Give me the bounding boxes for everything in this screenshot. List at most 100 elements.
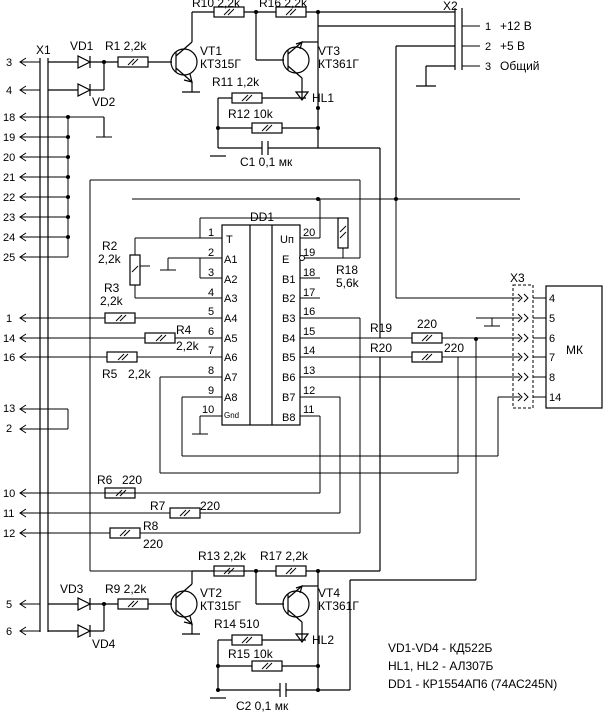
hl2-label: HL2 bbox=[312, 633, 334, 647]
r9-label: R9 2,2k bbox=[105, 582, 147, 596]
vt4-type: КТ361Г bbox=[318, 599, 359, 613]
svg-text:2,2k: 2,2k bbox=[98, 252, 122, 266]
svg-text:A2: A2 bbox=[224, 274, 237, 286]
vd1-label: VD1 bbox=[70, 39, 94, 53]
svg-text:R18: R18 bbox=[336, 263, 358, 277]
note-ic: DD1 - КР1554АП6 (74АС245N) bbox=[388, 677, 557, 691]
svg-text:2: 2 bbox=[6, 423, 12, 435]
svg-text:18: 18 bbox=[3, 112, 15, 124]
svg-text:B2: B2 bbox=[282, 293, 295, 305]
svg-text:5: 5 bbox=[6, 599, 12, 611]
x1-connector: X1 bbox=[36, 43, 51, 632]
svg-text:3: 3 bbox=[485, 61, 491, 73]
svg-text:1: 1 bbox=[6, 313, 12, 325]
notes: VD1-VD4 - КД522Б HL1, HL2 - АЛ307Б DD1 -… bbox=[388, 641, 557, 691]
svg-text:20: 20 bbox=[3, 152, 15, 164]
svg-text:25: 25 bbox=[3, 252, 15, 264]
svg-text:11: 11 bbox=[303, 404, 314, 416]
svg-text:4: 4 bbox=[6, 85, 12, 97]
svg-text:R3: R3 bbox=[104, 281, 120, 295]
dd1-label: DD1 bbox=[250, 210, 274, 224]
svg-text:A1: A1 bbox=[224, 254, 237, 266]
svg-text:23: 23 bbox=[3, 212, 15, 224]
svg-text:8: 8 bbox=[549, 372, 555, 384]
svg-text:B6: B6 bbox=[282, 372, 295, 384]
x2-12v: +12 В bbox=[500, 19, 532, 33]
svg-text:B4: B4 bbox=[282, 333, 295, 345]
svg-text:E: E bbox=[282, 254, 289, 266]
vt1-label: VT1 bbox=[200, 44, 222, 58]
vd4-label: VD4 bbox=[92, 637, 116, 651]
svg-text:R19: R19 bbox=[370, 321, 392, 335]
svg-text:R4: R4 bbox=[176, 323, 192, 337]
svg-text:11: 11 bbox=[3, 508, 14, 520]
vd2-label: VD2 bbox=[92, 95, 116, 109]
svg-text:6: 6 bbox=[6, 626, 12, 638]
x2-gnd: Общий bbox=[500, 59, 540, 73]
svg-text:220: 220 bbox=[143, 537, 163, 551]
r13-label: R13 2,2k bbox=[198, 549, 247, 563]
vt4-label: VT4 bbox=[318, 586, 340, 600]
svg-text:X3: X3 bbox=[510, 271, 525, 285]
c1-label: C1 0,1 мк bbox=[240, 155, 293, 169]
svg-text:12: 12 bbox=[303, 385, 315, 397]
svg-text:20: 20 bbox=[303, 227, 315, 239]
vt3-label: VT3 bbox=[318, 44, 340, 58]
svg-text:A6: A6 bbox=[224, 352, 237, 364]
svg-text:A8: A8 bbox=[224, 392, 237, 404]
svg-text:24: 24 bbox=[3, 232, 15, 244]
r10-label: R10 2,2k bbox=[192, 0, 241, 10]
svg-text:2: 2 bbox=[208, 247, 214, 259]
svg-text:19: 19 bbox=[3, 132, 15, 144]
svg-text:13: 13 bbox=[303, 365, 315, 377]
svg-text:14: 14 bbox=[549, 392, 561, 404]
svg-text:1: 1 bbox=[485, 21, 491, 33]
svg-text:6: 6 bbox=[549, 333, 555, 345]
svg-text:5: 5 bbox=[208, 306, 214, 318]
svg-text:220: 220 bbox=[444, 341, 464, 355]
x2-5v: +5 В bbox=[500, 39, 525, 53]
svg-text:16: 16 bbox=[3, 352, 15, 364]
x1-label: X1 bbox=[36, 43, 51, 57]
svg-text:T: T bbox=[226, 234, 233, 246]
svg-text:X2: X2 bbox=[443, 0, 458, 13]
svg-text:7: 7 bbox=[549, 352, 555, 364]
svg-text:5,6k: 5,6k bbox=[336, 276, 360, 290]
svg-text:B7: B7 bbox=[282, 392, 295, 404]
svg-text:13: 13 bbox=[3, 403, 15, 415]
svg-text:5: 5 bbox=[549, 313, 555, 325]
svg-text:R6: R6 bbox=[97, 473, 113, 487]
svg-text:220: 220 bbox=[122, 473, 142, 487]
svg-text:6: 6 bbox=[208, 326, 214, 338]
r14-label: R14 510 bbox=[214, 617, 260, 631]
svg-text:B5: B5 bbox=[282, 352, 295, 364]
r15-label: R15 10k bbox=[228, 647, 274, 661]
svg-text:8: 8 bbox=[208, 365, 214, 377]
r16-label: R16 2,2k bbox=[259, 0, 308, 10]
mk-label: МК bbox=[566, 343, 583, 357]
svg-text:2,2k: 2,2k bbox=[128, 367, 152, 381]
top-channel: VD1 VD2 R1 2,2k VT1 КТ315Г R10 2,2k R16 … bbox=[48, 0, 455, 338]
hl1-label: HL1 bbox=[312, 91, 334, 105]
svg-text:7: 7 bbox=[208, 345, 214, 357]
svg-text:9: 9 bbox=[208, 385, 214, 397]
svg-text:10: 10 bbox=[202, 404, 214, 416]
note-leds: HL1, HL2 - АЛ307Б bbox=[388, 659, 494, 673]
x1-contacts bbox=[19, 57, 320, 636]
vt3-type: КТ361Г bbox=[318, 57, 359, 71]
r12-label: R12 10k bbox=[228, 107, 274, 121]
svg-text:21: 21 bbox=[3, 172, 15, 184]
svg-text:Gnd: Gnd bbox=[224, 411, 239, 420]
note-diodes: VD1-VD4 - КД522Б bbox=[388, 641, 492, 655]
svg-text:A7: A7 bbox=[224, 372, 237, 384]
vt1-type: КТ315Г bbox=[200, 57, 241, 71]
svg-text:B1: B1 bbox=[282, 274, 295, 286]
svg-text:R2: R2 bbox=[102, 239, 118, 253]
dd1-chip: DD1 T A1 A2 A3 A4 A5 A6 A7 A8 Gnd Uп E B… bbox=[200, 210, 520, 426]
svg-text:22: 22 bbox=[3, 192, 15, 204]
svg-text:R5: R5 bbox=[102, 367, 118, 381]
svg-text:A4: A4 bbox=[224, 313, 237, 325]
svg-text:2: 2 bbox=[485, 41, 491, 53]
svg-text:R8: R8 bbox=[143, 519, 159, 533]
